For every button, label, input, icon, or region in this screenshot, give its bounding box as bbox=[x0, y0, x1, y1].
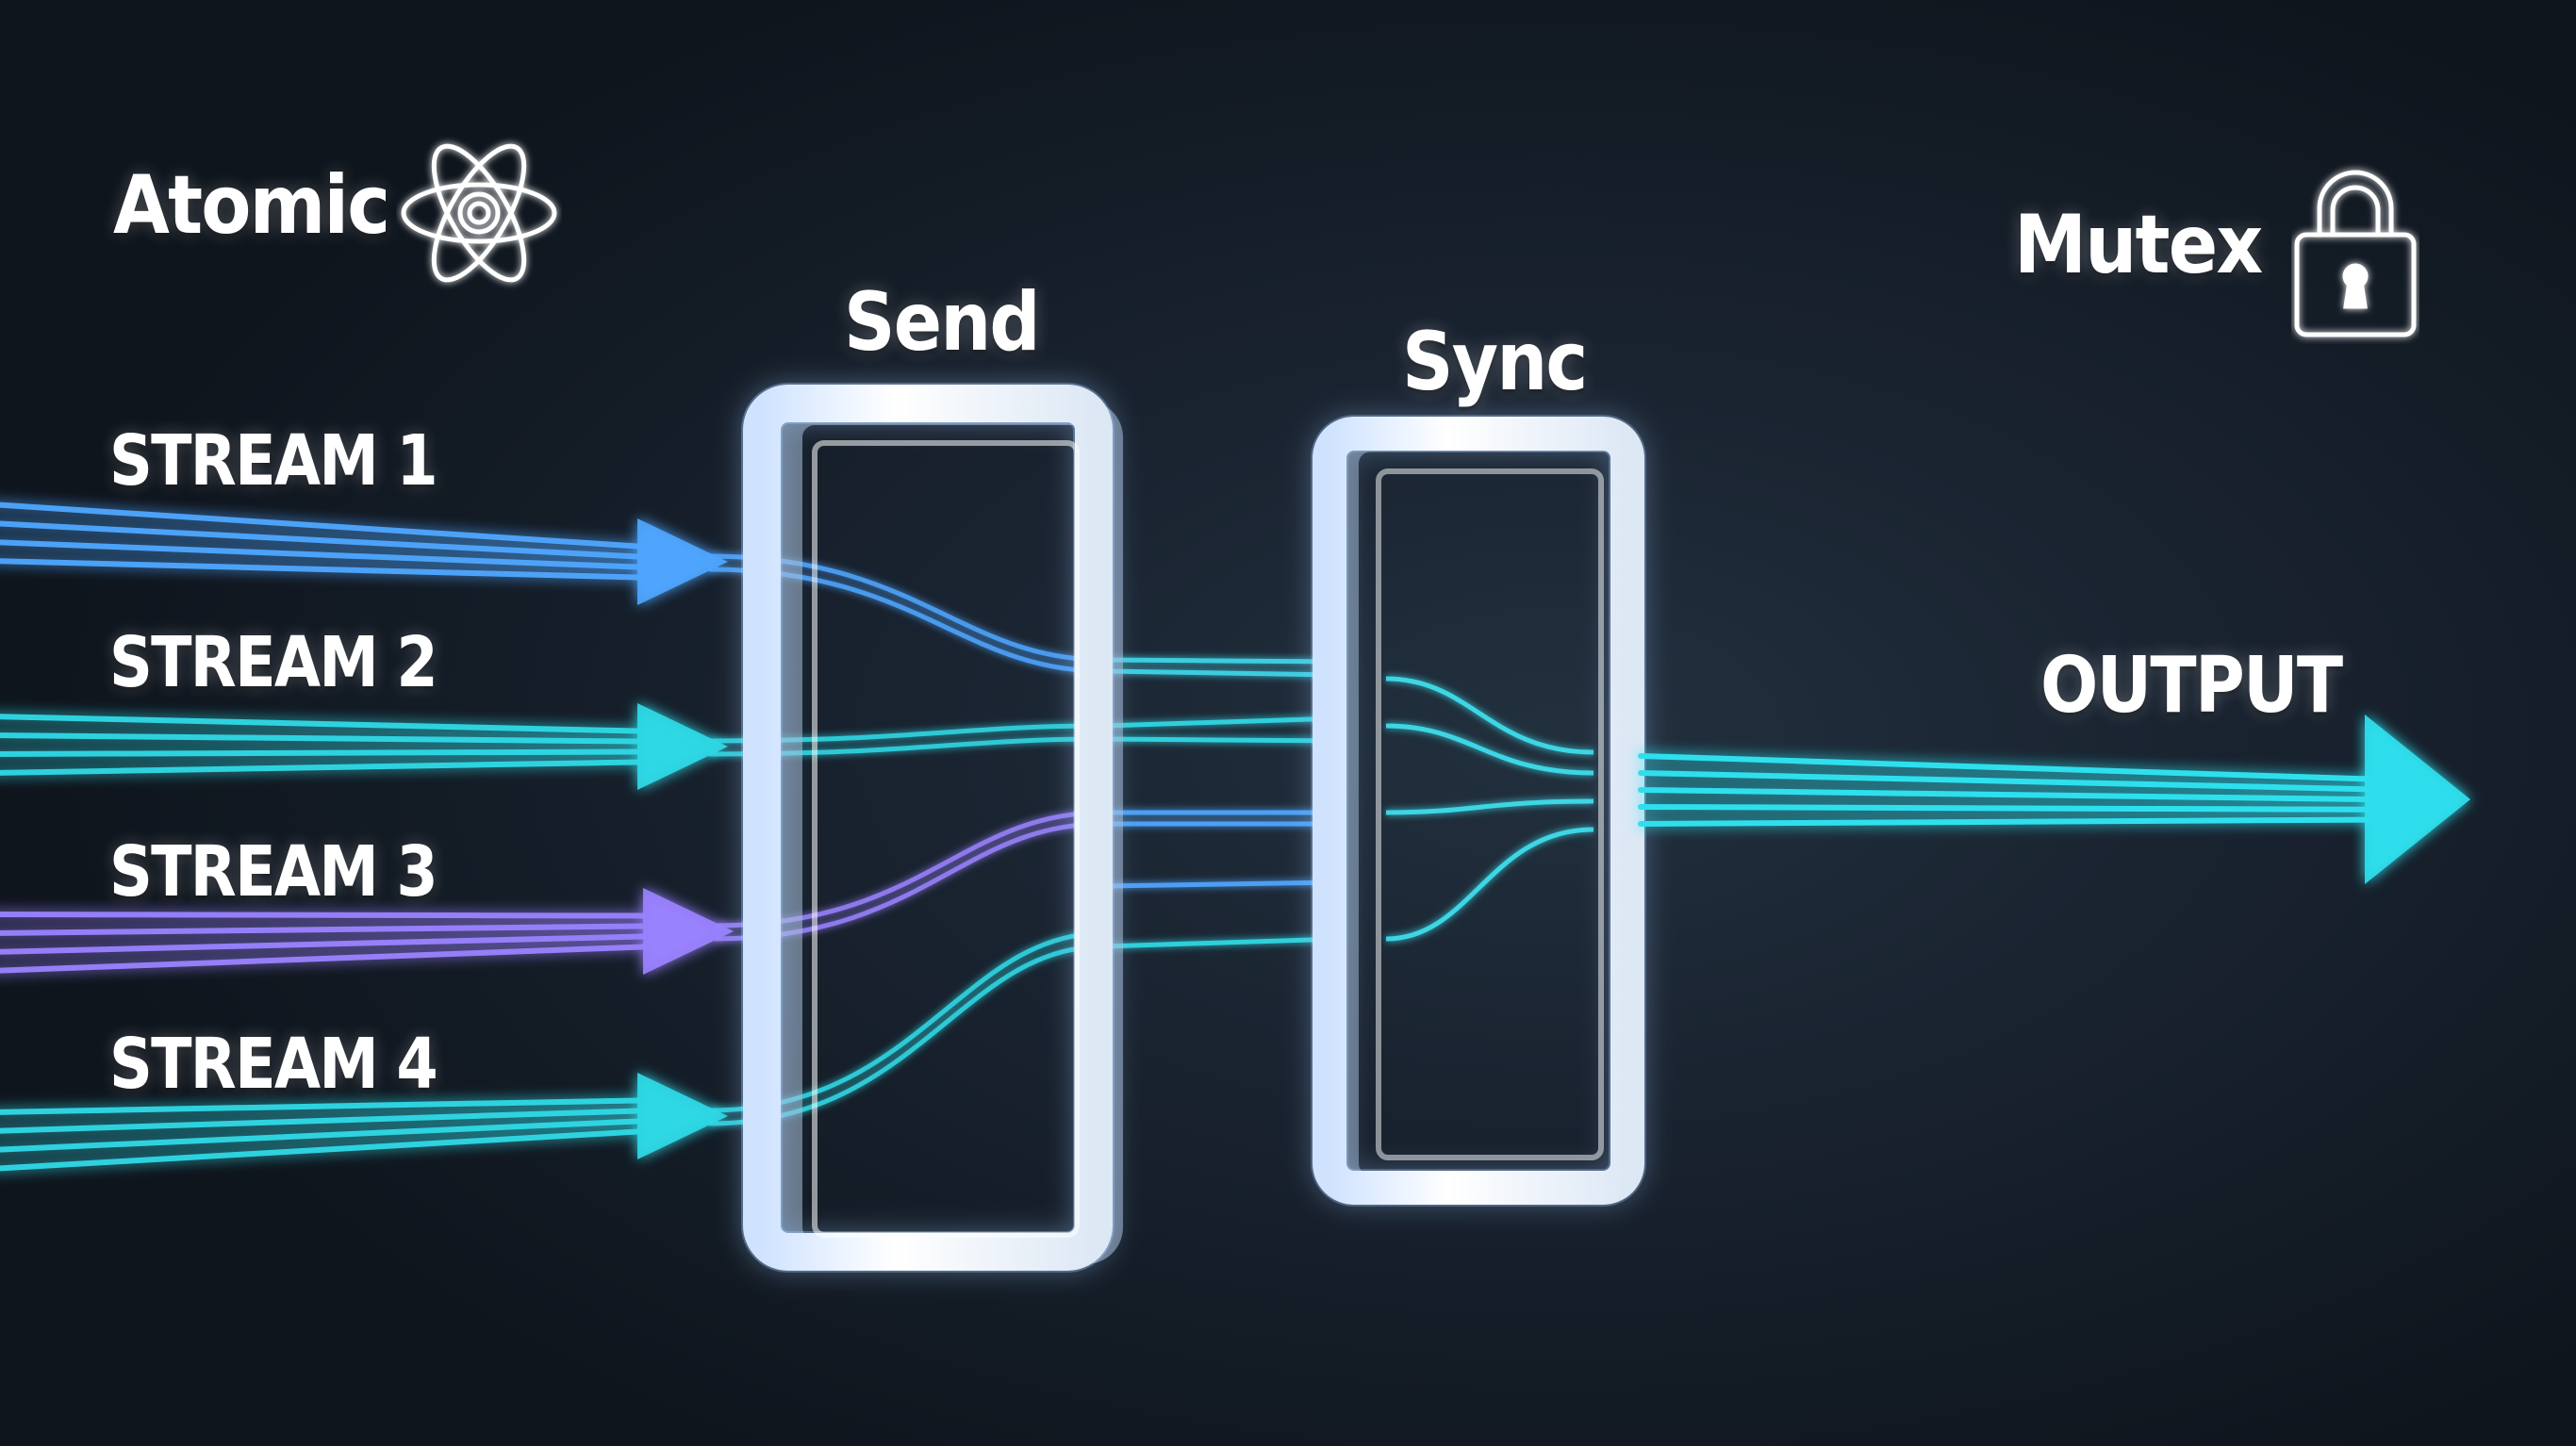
stream-label-3: STREAM 3 bbox=[109, 831, 438, 912]
sync-converge-flows bbox=[1385, 676, 1594, 942]
atomic-label: Atomic bbox=[113, 158, 390, 253]
stream-bundle-3 bbox=[0, 888, 734, 975]
mutex-label: Mutex bbox=[2014, 198, 2263, 292]
inner-flows bbox=[708, 553, 1594, 1126]
atom-icon bbox=[401, 143, 557, 283]
stream-arrowhead-3 bbox=[643, 888, 734, 975]
between-gate-flows bbox=[1104, 657, 1340, 949]
stream-bundle-2 bbox=[0, 703, 728, 790]
sync-gate bbox=[1311, 415, 1646, 1207]
output-stream bbox=[1638, 715, 2470, 884]
stream-arrowhead-4 bbox=[637, 1073, 728, 1159]
stream-bundle-1 bbox=[0, 501, 728, 605]
stream-arrowhead-1 bbox=[637, 518, 728, 605]
output-arrowhead bbox=[2365, 715, 2470, 884]
stream-label-1: STREAM 1 bbox=[109, 420, 438, 501]
stream-bundle-4 bbox=[0, 1073, 728, 1172]
padlock-icon bbox=[2294, 170, 2417, 337]
send-label: Send bbox=[844, 275, 1041, 370]
stream-label-4: STREAM 4 bbox=[109, 1024, 438, 1105]
stream-label-2: STREAM 2 bbox=[109, 622, 438, 703]
stream-arrowhead-2 bbox=[637, 703, 728, 790]
send-gate bbox=[741, 383, 1123, 1273]
sync-label: Sync bbox=[1402, 315, 1588, 409]
output-label: OUTPUT bbox=[2040, 641, 2343, 731]
output-bundle bbox=[1638, 715, 2470, 884]
incoming-streams bbox=[0, 501, 734, 1172]
